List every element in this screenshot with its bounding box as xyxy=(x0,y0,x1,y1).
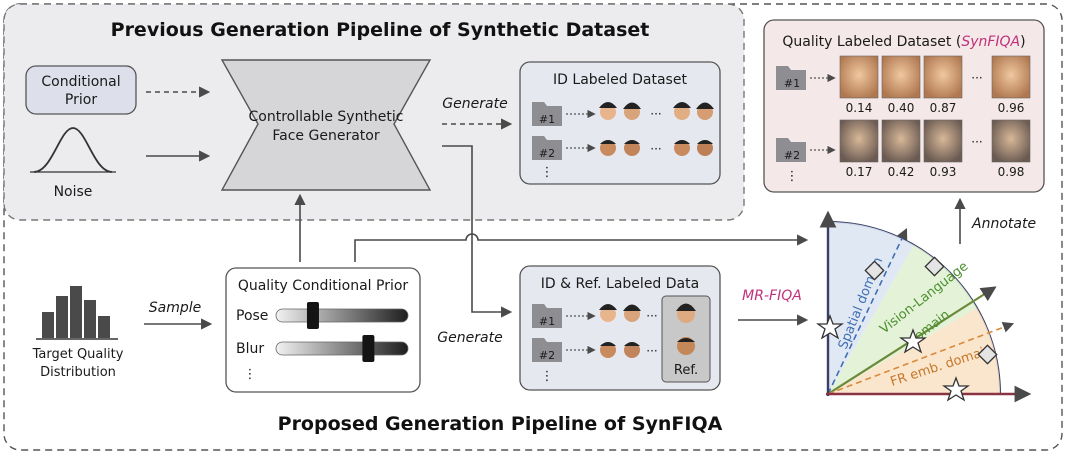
ref-data-folder-1: #1 xyxy=(532,304,562,328)
diamond-marker xyxy=(924,256,945,277)
pose-slider-track[interactable] xyxy=(275,308,409,323)
folder-label: #1 xyxy=(539,315,555,328)
conditional-prior-line2: Prior xyxy=(65,92,97,108)
blur-label: Blur xyxy=(236,341,264,357)
id-dataset-folder-2: #2 xyxy=(532,136,562,160)
face-photo xyxy=(923,119,963,163)
score-label: 0.96 xyxy=(998,101,1025,115)
folder-label: #2 xyxy=(784,149,800,162)
score-label: 0.42 xyxy=(888,165,915,179)
target-line1: Target Quality xyxy=(32,347,124,362)
star-marker xyxy=(815,314,845,340)
quadrant-markers xyxy=(815,256,998,402)
folder-label: #2 xyxy=(539,349,555,362)
vl-domain-sector xyxy=(828,245,977,394)
face-photo xyxy=(923,55,963,99)
quality-title-name: SynFIQA xyxy=(961,34,1020,50)
quality-folder-1: #1 xyxy=(776,66,806,90)
generate-top-label: Generate xyxy=(442,96,507,112)
sample-label: Sample xyxy=(149,300,202,316)
ref-row-2-faces xyxy=(600,342,640,358)
qcp-to-mrfiqa-arrow xyxy=(354,233,809,262)
diamond-marker xyxy=(864,260,885,281)
star-marker xyxy=(941,376,971,402)
spatial-axis xyxy=(827,227,908,395)
ref-row-2-ellipsis: ··· xyxy=(646,344,657,358)
score-label: 0.87 xyxy=(930,101,957,115)
mr-fiqa-label: MR-FIQA xyxy=(742,288,802,304)
conditional-prior-box xyxy=(25,65,137,115)
face-photo xyxy=(991,119,1031,163)
ref-vertical-dots: ⋮ xyxy=(541,369,554,384)
annotate-label: Annotate xyxy=(971,216,1036,232)
folder-label: #2 xyxy=(539,147,555,160)
fr-axis xyxy=(827,321,1015,395)
quality-row-2-ellipsis: ··· xyxy=(971,135,982,149)
generator-line2: Face Generator xyxy=(272,128,379,144)
face-photo xyxy=(881,119,921,163)
quality-vertical-dots: ⋮ xyxy=(786,169,799,184)
spatial-domain-sector xyxy=(828,221,914,394)
face-photo xyxy=(839,119,879,163)
quality-folder-2: #2 xyxy=(776,138,806,162)
folder-label: #1 xyxy=(784,77,800,90)
generator-line1: Controllable Synthetic xyxy=(248,109,403,125)
noise-label: Noise xyxy=(54,184,93,200)
score-label: 0.98 xyxy=(998,165,1025,179)
pose-slider-thumb[interactable] xyxy=(306,302,319,329)
target-line2: Distribution xyxy=(40,365,116,380)
quality-title-suffix: ) xyxy=(1020,34,1025,50)
fr-domain-sector xyxy=(828,308,1000,394)
qcp-vertical-dots: ⋮ xyxy=(244,367,257,382)
face-photo xyxy=(839,55,879,99)
previous-pipeline-title: Previous Generation Pipeline of Syntheti… xyxy=(111,19,650,41)
folder-label: #1 xyxy=(539,113,555,126)
star-marker xyxy=(898,328,928,354)
ref-data-title: ID & Ref. Labeled Data xyxy=(541,276,699,292)
generate-bottom-label: Generate xyxy=(437,330,502,346)
quality-row-1-photos xyxy=(839,55,1031,99)
diamond-marker xyxy=(977,344,998,365)
score-label: 0.40 xyxy=(888,101,915,115)
row-2-ellipsis: ··· xyxy=(650,142,661,156)
id-dataset-vertical-dots: ⋮ xyxy=(541,165,554,180)
blur-slider-thumb[interactable] xyxy=(362,335,375,362)
ref-label: Ref. xyxy=(674,363,698,378)
score-label: 0.93 xyxy=(930,165,957,179)
qcp-title: Quality Conditional Prior xyxy=(238,278,409,294)
quality-row-2-photos xyxy=(839,119,1031,163)
quality-dataset-title: Quality Labeled Dataset (SynFIQA) xyxy=(782,34,1025,50)
face-generator-shape xyxy=(220,59,432,191)
generate-bottom-arrow xyxy=(442,145,513,318)
reference-faces xyxy=(676,303,696,355)
id-dataset-row-1-faces xyxy=(599,102,714,120)
proposed-pipeline-title: Proposed Generation Pipeline of SynFIQA xyxy=(278,413,723,435)
score-label: 0.14 xyxy=(846,101,873,115)
score-label: 0.17 xyxy=(846,165,873,179)
quality-row-1-ellipsis: ··· xyxy=(971,71,982,85)
ref-data-folder-2: #2 xyxy=(532,338,562,362)
id-dataset-row-2-faces xyxy=(600,140,713,156)
quality-title-prefix: Quality Labeled Dataset ( xyxy=(782,34,961,50)
row-1-ellipsis: ··· xyxy=(650,107,661,121)
target-histogram-icon xyxy=(36,286,118,340)
face-photo xyxy=(881,55,921,99)
conditional-prior-line1: Conditional xyxy=(41,74,120,90)
id-dataset-title: ID Labeled Dataset xyxy=(553,72,687,88)
ref-row-1-faces xyxy=(599,304,641,322)
id-labeled-dataset-box xyxy=(519,61,721,185)
blur-slider-track[interactable] xyxy=(275,341,409,356)
noise-curve-icon xyxy=(33,127,113,173)
face-photo xyxy=(991,55,1031,99)
id-dataset-folder-1: #1 xyxy=(532,102,562,126)
ref-row-1-ellipsis: ··· xyxy=(646,309,657,323)
pose-label: Pose xyxy=(236,308,268,324)
